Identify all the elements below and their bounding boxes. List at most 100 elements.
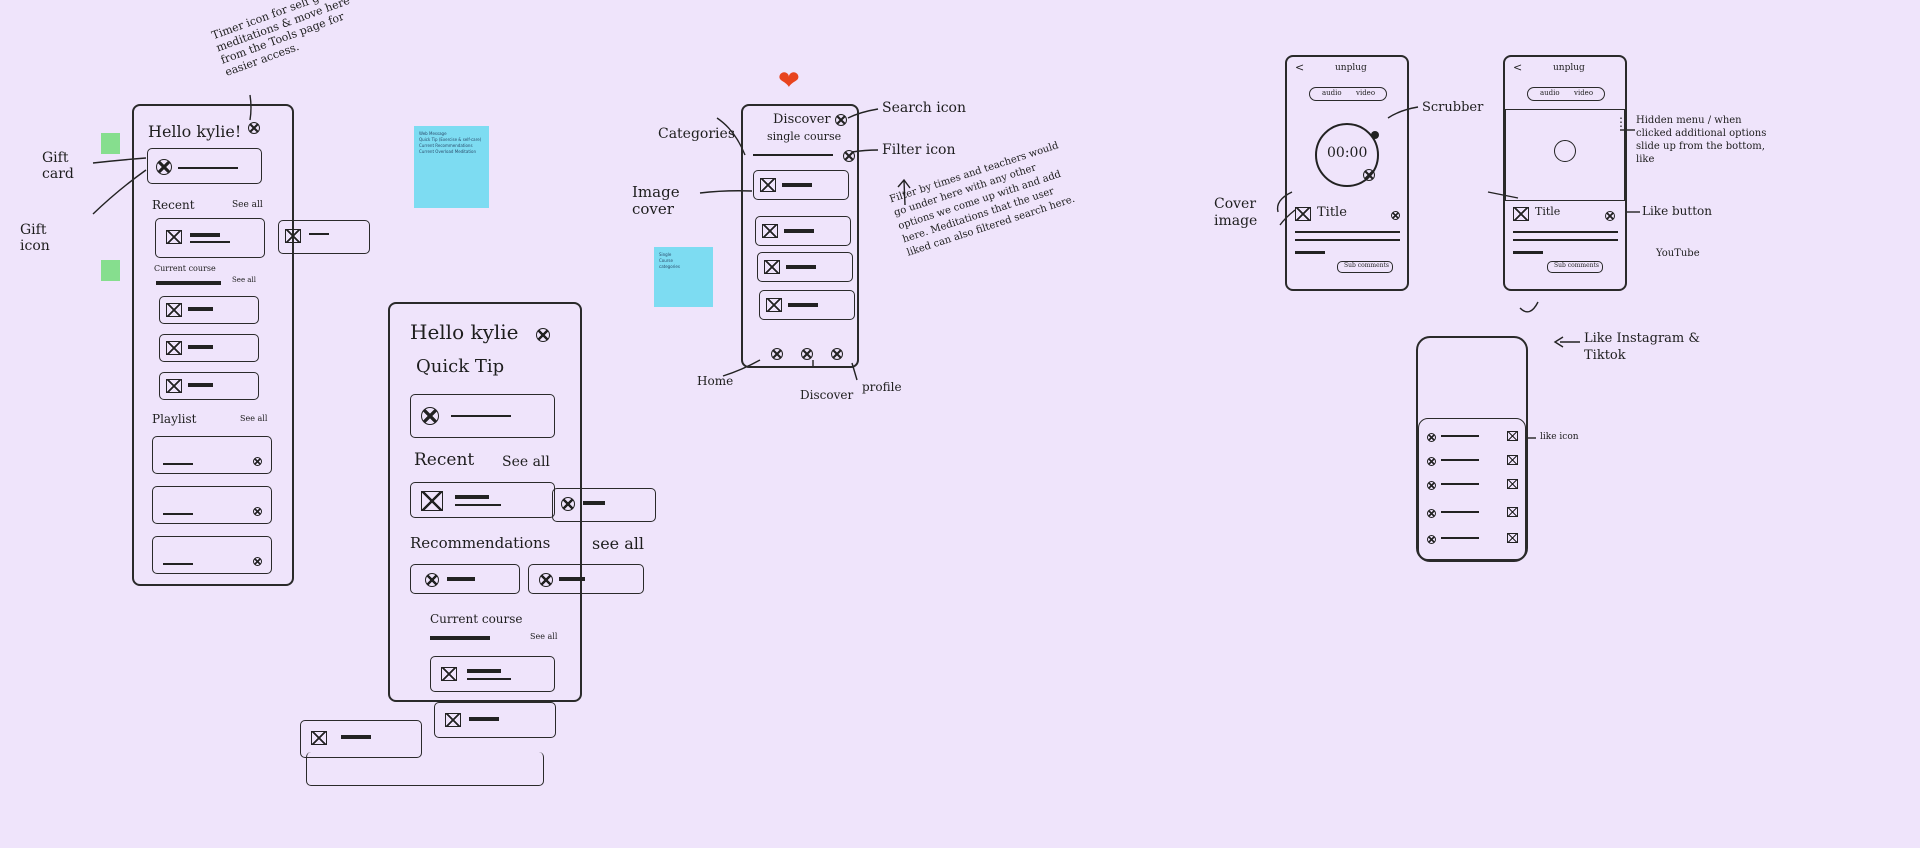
timer-icon [536,328,550,342]
sticky-note-line: Single [659,252,672,257]
avatar-icon [1427,481,1436,490]
text-placeholder [309,233,329,235]
like-icon [1507,533,1518,543]
gift-icon [156,159,172,175]
green-sticky-gift-card [101,133,120,154]
sticky-note-line: Quick Tip (Exercise & self-care) [419,137,482,142]
text-placeholder [188,307,213,311]
text-placeholder [451,415,511,417]
tip-icon [421,407,439,425]
see-all-link: See all [240,414,268,423]
section-recent: Recent [152,198,195,212]
text-placeholder [447,577,475,581]
annotation-filter-icon: Filter icon [882,142,956,158]
wireframe-discover: Discover single course [741,104,859,368]
text-placeholder [341,735,371,739]
section-quick-tip: Quick Tip [416,356,505,377]
annotation-home: Home [697,374,734,388]
recent-card-overflow [552,488,656,522]
see-all-link: See all [232,276,256,284]
timer-circle: 00:00 [1315,123,1379,187]
timer-display: 00:00 [1327,145,1368,161]
text-placeholder [188,345,213,349]
annotation-image-cover: Image cover [632,183,680,218]
tab-video: video [1574,89,1594,97]
greeting: Hello kylie! [148,122,242,141]
course-card [755,216,851,246]
annotation-like-insta: Like Instagram & Tiktok [1584,331,1700,363]
recommendation-card [410,564,520,594]
text-placeholder [178,167,238,169]
text-placeholder [782,183,812,187]
annotation-categories: Categories [658,126,735,142]
image-placeholder-icon [764,260,780,274]
image-placeholder-icon [762,224,778,238]
section-playlist: Playlist [152,412,197,426]
text-placeholder [559,577,585,581]
image-placeholder-icon [421,491,443,511]
like-icon [1507,431,1518,441]
back-icon: < [1513,61,1523,74]
sticky-note-line: Current Recommendations [419,143,473,148]
annotation-search-icon: Search icon [882,100,966,116]
tab-video: video [1356,89,1376,97]
image-placeholder-icon [760,178,776,192]
audio-video-toggle: audio video [1527,87,1605,101]
wireframe-player-audio: < unplug audio video 00:00 Title Sub com… [1285,55,1409,291]
course-item-overflow [434,702,556,738]
sticky-note-homepage: Web Message Quick Tip (Exercise & self-c… [414,126,489,208]
annotation-cover-image: Cover image [1214,196,1258,229]
back-icon: < [1295,61,1305,74]
more-options-icon: ⋮ [1615,115,1627,129]
quick-tip-card [410,394,555,438]
see-all-link: See all [232,200,263,210]
rating-dots [1295,251,1325,254]
course-item [159,334,259,362]
cover-image-icon [1513,207,1529,221]
wireframe-comments-sheet [1416,336,1528,562]
image-placeholder-icon [166,303,182,317]
play-button [1554,140,1576,162]
overflow-bracket [306,752,544,786]
like-icon [1507,455,1518,465]
like-icon [1507,479,1518,489]
timer-icon [248,122,260,134]
comments-panel [1418,418,1526,560]
media-title: Title [1317,205,1347,220]
filter-icon [843,150,855,162]
annotation-like-icon: like icon [1540,432,1579,442]
playlist-card [152,486,272,524]
app-header: unplug [1335,63,1367,73]
sub-comments-label: Sub comments [1344,262,1389,269]
text-placeholder [163,513,193,515]
annotation-youtube: YouTube [1656,248,1700,259]
sub-comments-button: Sub comments [1337,261,1393,273]
course-card [759,290,855,320]
like-icon [1391,211,1400,220]
text-placeholder [188,383,213,387]
recent-card-overflow [278,220,370,254]
cover-image-icon [1295,207,1311,221]
discover-subtitle: single course [767,130,842,143]
play-icon [253,457,262,466]
sticky-note-line: Course [659,258,673,263]
comment-text [1441,435,1479,437]
video-area [1505,109,1625,201]
play-icon [253,557,262,566]
sticky-note-line: categories [659,264,680,269]
text-placeholder [190,241,230,243]
course-card [753,170,849,200]
tab-audio: audio [1322,89,1342,97]
text-placeholder [1295,239,1400,241]
image-placeholder-icon [285,229,301,243]
sub-comments-button: Sub comments [1547,261,1603,273]
discover-title: Discover [773,112,831,127]
sticky-note-line: Current Overload Meditation [419,149,476,154]
search-icon [835,114,847,126]
image-placeholder-icon [166,379,182,393]
course-item [159,296,259,324]
wireframe-home-v1: Hello kylie! Recent See all Current cour… [132,104,294,586]
annotation-gift-icon: Gift icon [20,222,50,254]
image-placeholder-icon [561,497,575,511]
wireframe-home-v2: Hello kylie Quick Tip Recent See all Rec… [388,302,582,702]
